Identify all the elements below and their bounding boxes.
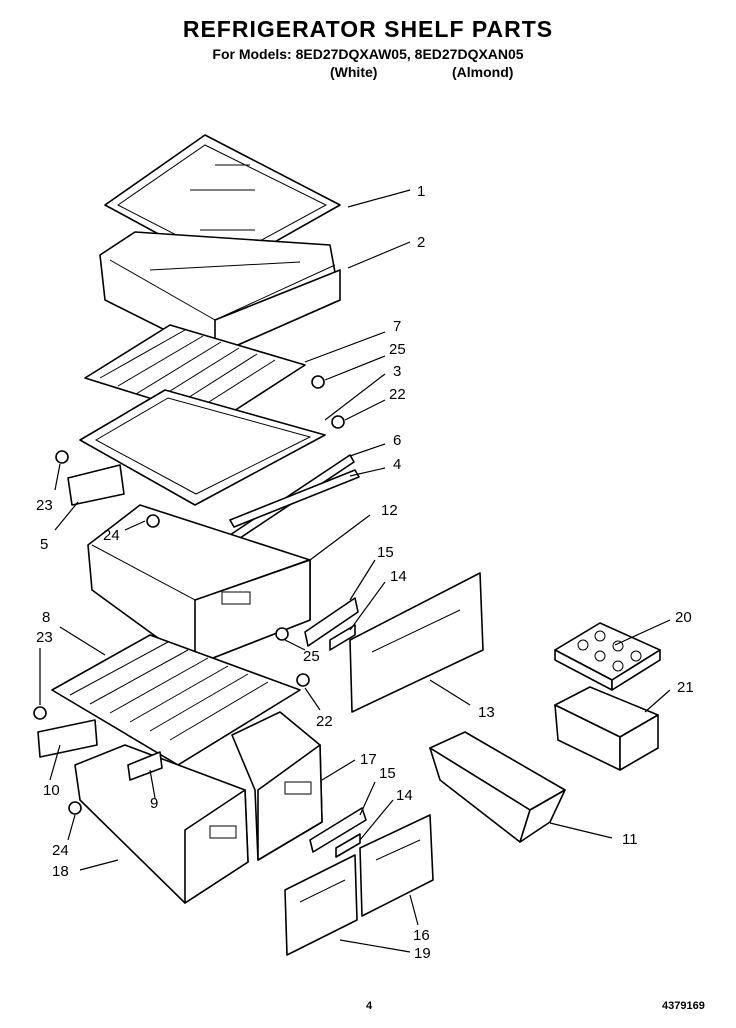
callout-14: 14 — [390, 568, 407, 585]
part-22-pin-upper — [331, 415, 345, 429]
callout-25: 25 — [389, 341, 406, 358]
callout-14b: 14 — [396, 787, 413, 804]
part-11-door-bin — [429, 731, 566, 843]
callout-23b: 23 — [36, 629, 53, 646]
callout-24: 24 — [103, 527, 120, 544]
part-15-guide-upper — [304, 597, 359, 647]
part-3-shelf-frame — [79, 389, 326, 506]
callout-24b: 24 — [52, 842, 69, 859]
callout-15: 15 — [377, 544, 394, 561]
part-14-clip-lower — [335, 833, 361, 858]
part-24-screw-upper — [146, 514, 160, 528]
part-19-drawer-front — [284, 854, 358, 956]
page-title: REFRIGERATOR SHELF PARTS — [182, 16, 554, 42]
callout-21: 21 — [677, 679, 694, 696]
part-16-drawer-front — [359, 814, 434, 917]
part-23-bushing-upper — [55, 450, 69, 464]
callout-6: 6 — [393, 432, 401, 449]
part-21-egg-bin — [554, 686, 659, 771]
part-25-screw-lower — [275, 627, 289, 641]
part-18-drawer — [74, 744, 249, 904]
part-17-drawer — [231, 711, 323, 861]
part-23-bushing-lower — [33, 706, 47, 720]
part-15-guide-lower — [309, 807, 367, 853]
callout-5: 5 — [40, 536, 48, 553]
callout-7: 7 — [393, 318, 401, 335]
part-22-pin-lower — [296, 673, 310, 687]
callout-13: 13 — [478, 704, 495, 721]
models-line: For Models: 8ED27DQXAW05, 8ED27DQXAN05 — [212, 46, 524, 62]
callout-4: 4 — [393, 456, 401, 473]
page-number: 4 — [366, 1000, 373, 1012]
part-14-clip-upper — [329, 624, 356, 651]
callout-22: 22 — [389, 386, 406, 403]
document-number: 4379169 — [662, 1000, 705, 1012]
part-7-shelf-grid — [84, 324, 306, 421]
callout-12: 12 — [381, 502, 398, 519]
callout-11: 11 — [622, 831, 638, 848]
callout-15b: 15 — [379, 765, 396, 782]
part-10-support — [37, 719, 98, 758]
callout-18: 18 — [52, 863, 69, 880]
part-4-rail — [229, 469, 360, 528]
callout-19: 19 — [414, 945, 431, 962]
callout-16: 16 — [413, 927, 430, 944]
part-2-crisper-tray — [99, 231, 341, 356]
part-8-lower-shelf — [51, 634, 301, 766]
callout-23: 23 — [36, 497, 53, 514]
callout-9: 9 — [150, 795, 158, 812]
part-5-support — [67, 464, 125, 506]
leader-lines — [39, 189, 671, 953]
part-13-drawer-front — [349, 572, 484, 713]
color-white-label: (White) — [330, 64, 378, 80]
callout-3: 3 — [393, 363, 401, 380]
callout-1: 1 — [417, 183, 425, 200]
callout-2: 2 — [417, 234, 425, 251]
callout-10: 10 — [43, 782, 60, 799]
callout-17: 17 — [360, 751, 377, 768]
part-20-egg-tray — [554, 622, 661, 691]
callout-labels: 1 2 7 25 3 22 6 4 23 5 24 12 15 14 20 8 … — [36, 183, 694, 962]
part-25-screw-upper — [311, 375, 325, 389]
part-9-clip — [127, 751, 163, 781]
callout-8: 8 — [42, 609, 50, 626]
part-24-screw-lower — [68, 801, 82, 815]
color-almond-label: (Almond) — [452, 64, 514, 80]
callout-25b: 25 — [303, 648, 320, 665]
part-12-meat-pan — [87, 504, 311, 666]
hardware-pieces — [33, 375, 345, 815]
callout-20: 20 — [675, 609, 692, 626]
callout-22b: 22 — [316, 713, 333, 730]
